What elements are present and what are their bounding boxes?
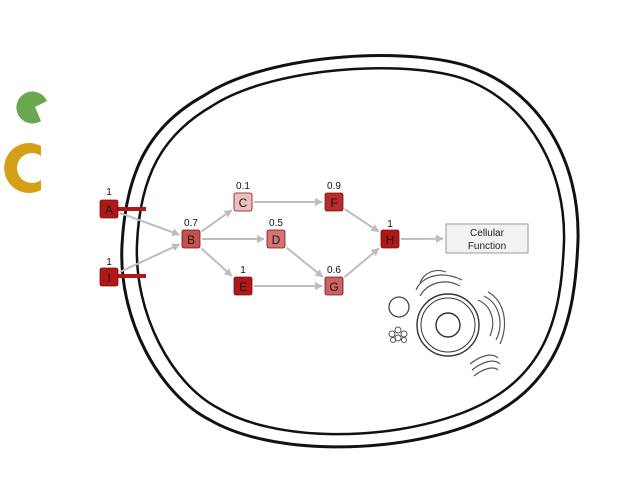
node-i-box[interactable] (99, 267, 119, 287)
node-b-box[interactable] (181, 229, 201, 249)
node-d-box[interactable] (266, 229, 286, 249)
edge-a-to-b (119, 212, 181, 237)
node-g-value: 0.6 (327, 265, 341, 276)
receptor-i-bar (118, 274, 146, 278)
edge-i-to-b (119, 243, 181, 273)
node-c: 0.1 C (233, 181, 253, 212)
node-h-box[interactable] (380, 229, 400, 249)
node-d-label: D (272, 233, 281, 247)
node-g-label: G (329, 280, 338, 294)
node-e-box[interactable] (233, 276, 253, 296)
nucleus-outer (416, 293, 480, 357)
cell-membrane (120, 54, 580, 449)
node-i-label: I (107, 271, 110, 285)
receptor-a-bar (118, 207, 146, 211)
node-i-value: 1 (106, 257, 112, 268)
node-e: 1 E (233, 265, 253, 296)
cellular-function-line2: Function (468, 241, 506, 252)
node-a: 1 A (99, 187, 119, 219)
node-b: 0.7 B (181, 218, 201, 249)
node-f-value: 0.9 (327, 181, 341, 192)
node-a-label: A (105, 203, 113, 217)
node-d-value: 0.5 (269, 218, 283, 229)
nucleolus (435, 312, 461, 338)
nucleus (416, 293, 480, 357)
node-f: 0.9 F (324, 181, 344, 212)
node-c-label: C (239, 196, 248, 210)
yellow-ligand-icon (4, 142, 42, 193)
vesicle (388, 296, 410, 318)
node-g-box[interactable] (324, 276, 344, 296)
edge-b-to-c (201, 209, 233, 233)
edge-b-to-e (200, 247, 233, 277)
node-a-box[interactable] (99, 199, 119, 219)
node-h: 1 H (380, 219, 400, 249)
pathway-edges (119, 198, 445, 290)
edge-f-to-h (344, 208, 380, 233)
green-ligand-icon (16, 91, 47, 124)
centriole-cluster (388, 326, 408, 343)
endoplasmic-reticulum (415, 269, 506, 345)
node-e-value: 1 (240, 265, 246, 276)
node-h-label: H (386, 233, 395, 247)
node-g: 0.6 G (324, 265, 344, 296)
node-b-label: B (187, 233, 195, 247)
cell-membrane-inner (135, 67, 566, 436)
pathway-nodes: 1 A 1 I 0.7 B 0.1 C 0.5 D 1 E (99, 181, 400, 296)
cellular-function-output: Cellular Function (445, 223, 529, 254)
cell-membrane-outer (120, 54, 580, 449)
nucleus-envelope (420, 297, 476, 353)
node-f-label: F (330, 196, 337, 210)
node-h-value: 1 (387, 219, 393, 230)
node-b-value: 0.7 (184, 218, 198, 229)
golgi-apparatus (469, 354, 501, 377)
node-f-box[interactable] (324, 192, 344, 212)
node-d: 0.5 D (266, 218, 286, 249)
edge-g-to-h (343, 247, 380, 278)
node-c-box[interactable] (233, 192, 253, 212)
node-e-label: E (239, 280, 247, 294)
node-a-value: 1 (106, 187, 112, 198)
cellular-function-line1: Cellular (470, 228, 505, 239)
edge-d-to-g (285, 246, 324, 278)
cellular-function-box[interactable] (445, 223, 529, 254)
node-i: 1 I (99, 257, 119, 287)
node-c-value: 0.1 (236, 181, 250, 192)
